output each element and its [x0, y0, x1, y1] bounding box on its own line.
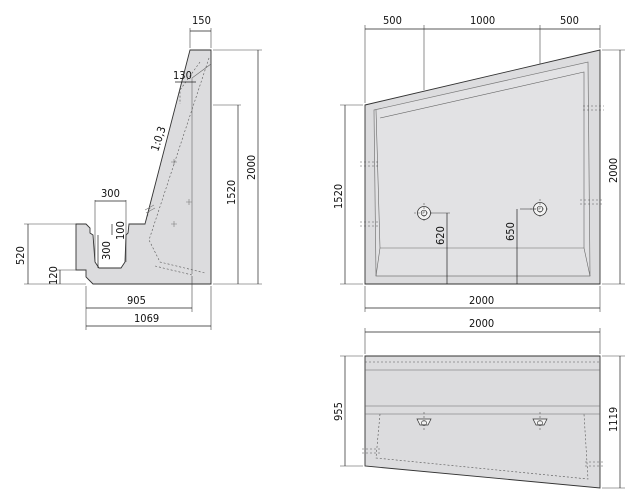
dim-label-total-length: 1069 — [134, 312, 159, 325]
dim-channel-depth-top: 100 — [111, 221, 127, 240]
dim-top-width: 150 — [189, 14, 212, 48]
dim-lip-height: 520 — [14, 223, 86, 285]
dim-label-lip-height: 520 — [14, 246, 27, 265]
dim-outlet-2-height: 650 — [504, 208, 536, 284]
dim-height-total: 2000 — [213, 49, 262, 285]
dim-height-mid: 1520 — [213, 104, 241, 284]
side-view-fixing-marks — [144, 159, 192, 227]
dim-label-top-width: 150 — [192, 14, 211, 27]
front-view-basin — [373, 61, 591, 277]
dim-label-height-total: 2000 — [245, 155, 258, 180]
dim-channel-width: 300 — [94, 187, 127, 262]
plan-view: 2000 955 1119 — [332, 317, 625, 489]
front-view-basin-floor — [375, 109, 591, 277]
dim-front-height-left: 1520 — [332, 104, 363, 285]
dim-base-height: 120 — [47, 266, 86, 285]
side-view-hidden-lines-2 — [144, 61, 201, 225]
dim-plan-width: 2000 — [364, 317, 601, 354]
dim-total-length: 1069 — [86, 286, 212, 330]
dim-label-front-width: 2000 — [469, 294, 494, 307]
plan-view-basin-hidden — [375, 413, 589, 480]
dim-step: 130 — [173, 69, 196, 83]
side-view: 150 130 1:0,3 2000 1520 300 — [14, 14, 262, 330]
dim-label-outlet-1-height: 620 — [434, 226, 447, 245]
dim-front-width: 2000 — [364, 286, 601, 312]
dim-plan-depth-right: 1119 — [602, 355, 625, 489]
plan-outlet-1-icon — [416, 412, 432, 432]
dim-label-base-length: 905 — [127, 294, 146, 307]
dim-label-outlet-2-height: 650 — [504, 222, 517, 241]
dim-front-top: 500 1000 500 — [364, 14, 601, 103]
dim-label-plan-depth-left: 955 — [332, 402, 345, 421]
dim-label-step: 130 — [173, 69, 192, 82]
plan-view-body — [364, 355, 601, 489]
front-view-basin-back — [379, 71, 585, 248]
dim-label-left-top: 500 — [383, 14, 402, 27]
dim-label-mid-top: 1000 — [470, 14, 495, 27]
dim-label-right-top: 500 — [560, 14, 579, 27]
dim-label-height-mid: 1520 — [225, 180, 238, 205]
dim-plan-depth-left: 955 — [332, 355, 363, 467]
dim-label-base-height: 120 — [47, 266, 60, 285]
dim-base-length: 905 — [85, 276, 193, 330]
dim-outlet-1-height: 620 — [430, 212, 450, 284]
dim-label-channel-depth: 300 — [100, 241, 113, 260]
dim-channel-depth: 300 — [97, 235, 113, 268]
front-view-fixing-marks — [360, 105, 604, 227]
dim-label-plan-depth-right: 1119 — [607, 407, 620, 432]
dim-label-channel-depth-top: 100 — [114, 221, 127, 240]
dim-label-front-height-left: 1520 — [332, 184, 345, 209]
dim-label-channel-width: 300 — [101, 187, 120, 200]
plan-view-fixing-marks — [362, 448, 604, 467]
dim-front-height-right: 2000 — [602, 49, 625, 285]
front-view: 500 1000 500 1520 2000 620 650 — [332, 14, 625, 312]
side-view-body — [75, 49, 212, 285]
plan-outlet-2-icon — [532, 412, 548, 432]
side-view-inner-edge — [191, 63, 212, 274]
dim-label-front-height-right: 2000 — [607, 158, 620, 183]
dim-label-plan-width: 2000 — [469, 317, 494, 330]
